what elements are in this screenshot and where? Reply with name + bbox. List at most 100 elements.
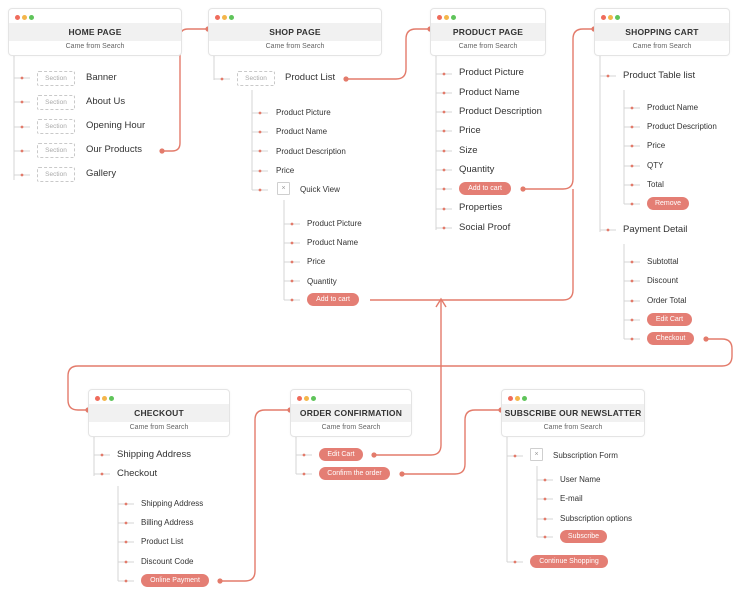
confirm-order-button[interactable]: Confirm the order	[319, 467, 390, 480]
tree-dot	[100, 453, 104, 457]
checkout-shipping-address: Shipping Address	[117, 449, 191, 460]
cart-edit-cart-button[interactable]: Edit Cart	[647, 313, 692, 326]
connector-dot	[159, 148, 165, 154]
connector-dot	[343, 76, 349, 82]
tree-dot	[630, 164, 634, 168]
tree-dot	[258, 169, 262, 173]
tree-dot	[630, 337, 634, 341]
checkout-item-shipping-address[interactable]: Shipping Address	[141, 499, 204, 508]
order-confirmation-subtitle: Came from Search	[321, 424, 381, 431]
quick-view-product-name: Product Name	[307, 238, 359, 247]
window-dots	[95, 396, 116, 402]
tree-dot	[20, 100, 24, 104]
tree-dot	[124, 540, 128, 544]
newsletter-subscription-options[interactable]: Subscription options	[560, 514, 633, 523]
home-item-banner[interactable]: Banner	[86, 72, 117, 83]
shop-item-product-description: Product Description	[276, 147, 346, 156]
tree-dot	[630, 183, 634, 187]
home-item-gallery[interactable]: Gallery	[86, 168, 117, 179]
flow-connector	[402, 409, 501, 475]
product-page-title: PRODUCT PAGE	[431, 23, 545, 41]
shopping-cart-card: SHOPPING CART Came from Search	[594, 8, 730, 56]
product-item-quantity[interactable]: Quantity	[459, 164, 495, 175]
home-page-title: HOME PAGE	[9, 23, 181, 41]
subscription-form-close-icon[interactable]: ×	[530, 448, 543, 461]
flow-connector	[220, 409, 290, 582]
tree-dot	[124, 521, 128, 525]
tree-dot	[290, 241, 294, 245]
section-placeholder: Section	[37, 119, 75, 134]
cart-item-product-name: Product Name	[647, 103, 699, 112]
newsletter-email[interactable]: E-mail	[560, 494, 583, 503]
tree-dot	[20, 149, 24, 153]
checkout-item-billing-address[interactable]: Billing Address	[141, 518, 194, 527]
product-item-size[interactable]: Size	[459, 145, 478, 156]
tree-dot	[100, 472, 104, 476]
tree-dot	[543, 478, 547, 482]
shop-item-price: Price	[276, 166, 295, 175]
flow-connector	[67, 338, 733, 411]
tree-dot	[630, 202, 634, 206]
tree-dot	[302, 472, 306, 476]
tree-dot	[442, 72, 446, 76]
home-item-about-us[interactable]: About Us	[86, 96, 126, 107]
tree-dot	[543, 535, 547, 539]
online-payment-button[interactable]: Online Payment	[141, 574, 209, 587]
confirm-edit-cart-button[interactable]: Edit Cart	[319, 448, 363, 461]
shopping-cart-title: SHOPPING CART	[595, 23, 729, 41]
window-dots	[508, 396, 529, 402]
product-item-price: Price	[459, 125, 481, 136]
continue-shopping-button[interactable]: Continue Shopping	[530, 555, 608, 568]
tree-dot	[630, 106, 634, 110]
checkout-item-discount-code[interactable]: Discount Code	[141, 557, 194, 566]
cart-item-qty: QTY	[647, 161, 664, 170]
connector-dot	[520, 186, 526, 192]
tree-dot	[442, 207, 446, 211]
cart-item-total: Total	[647, 180, 664, 189]
tree-dot	[442, 110, 446, 114]
product-page-subtitle: Came from Search	[458, 43, 518, 50]
product-item-social-proof: Social Proof	[459, 222, 511, 233]
tree-dot	[442, 187, 446, 191]
quick-view-close-icon[interactable]: ×	[277, 182, 290, 195]
checkout-title: CHECKOUT	[89, 404, 229, 422]
tree-dot	[606, 74, 610, 78]
cart-checkout-button[interactable]: Checkout	[647, 332, 694, 345]
home-item-opening-hour[interactable]: Opening Hour	[86, 120, 146, 131]
shop-quick-view[interactable]: Quick View	[300, 185, 340, 194]
cart-item-order-total: Order Total	[647, 296, 687, 305]
shop-product-list[interactable]: Product List	[285, 72, 336, 83]
tree-dot	[543, 517, 547, 521]
tree-dot	[606, 228, 610, 232]
tree-dot	[442, 149, 446, 153]
flow-connector	[523, 28, 594, 190]
connector-dot	[371, 452, 377, 458]
shop-add-to-cart-button[interactable]: Add to cart	[307, 293, 359, 306]
tree-dot	[290, 222, 294, 226]
flow-connector	[370, 189, 574, 301]
cart-item-price: Price	[647, 141, 666, 150]
shop-page-title: SHOP PAGE	[209, 23, 381, 41]
newsletter-card: SUBSCRIBE OUR NEWSLATTER Came from Searc…	[501, 389, 645, 437]
window-dots	[215, 15, 236, 21]
newsletter-title: SUBSCRIBE OUR NEWSLATTER	[502, 404, 644, 422]
newsletter-user-name[interactable]: User Name	[560, 475, 601, 484]
window-dots	[15, 15, 36, 21]
product-page-card: PRODUCT PAGE Came from Search	[430, 8, 546, 56]
shop-page-card: SHOP PAGE Came from Search	[208, 8, 382, 56]
product-add-to-cart-button[interactable]: Add to cart	[459, 182, 511, 195]
home-page-subtitle: Came from Search	[65, 43, 125, 50]
home-page-card: HOME PAGE Came from Search	[8, 8, 182, 56]
tree-dot	[543, 497, 547, 501]
newsletter-subtitle: Came from Search	[543, 424, 603, 431]
home-item-our-products[interactable]: Our Products	[86, 144, 142, 155]
checkout-subtitle: Came from Search	[129, 424, 189, 431]
quick-view-product-picture: Product Picture	[307, 219, 362, 228]
connector-dot	[399, 471, 405, 477]
tree-dot	[302, 453, 306, 457]
cart-remove-button[interactable]: Remove	[647, 197, 689, 210]
subscribe-button[interactable]: Subscribe	[560, 530, 607, 543]
tree-dot	[20, 76, 24, 80]
connector-dot	[703, 336, 709, 342]
